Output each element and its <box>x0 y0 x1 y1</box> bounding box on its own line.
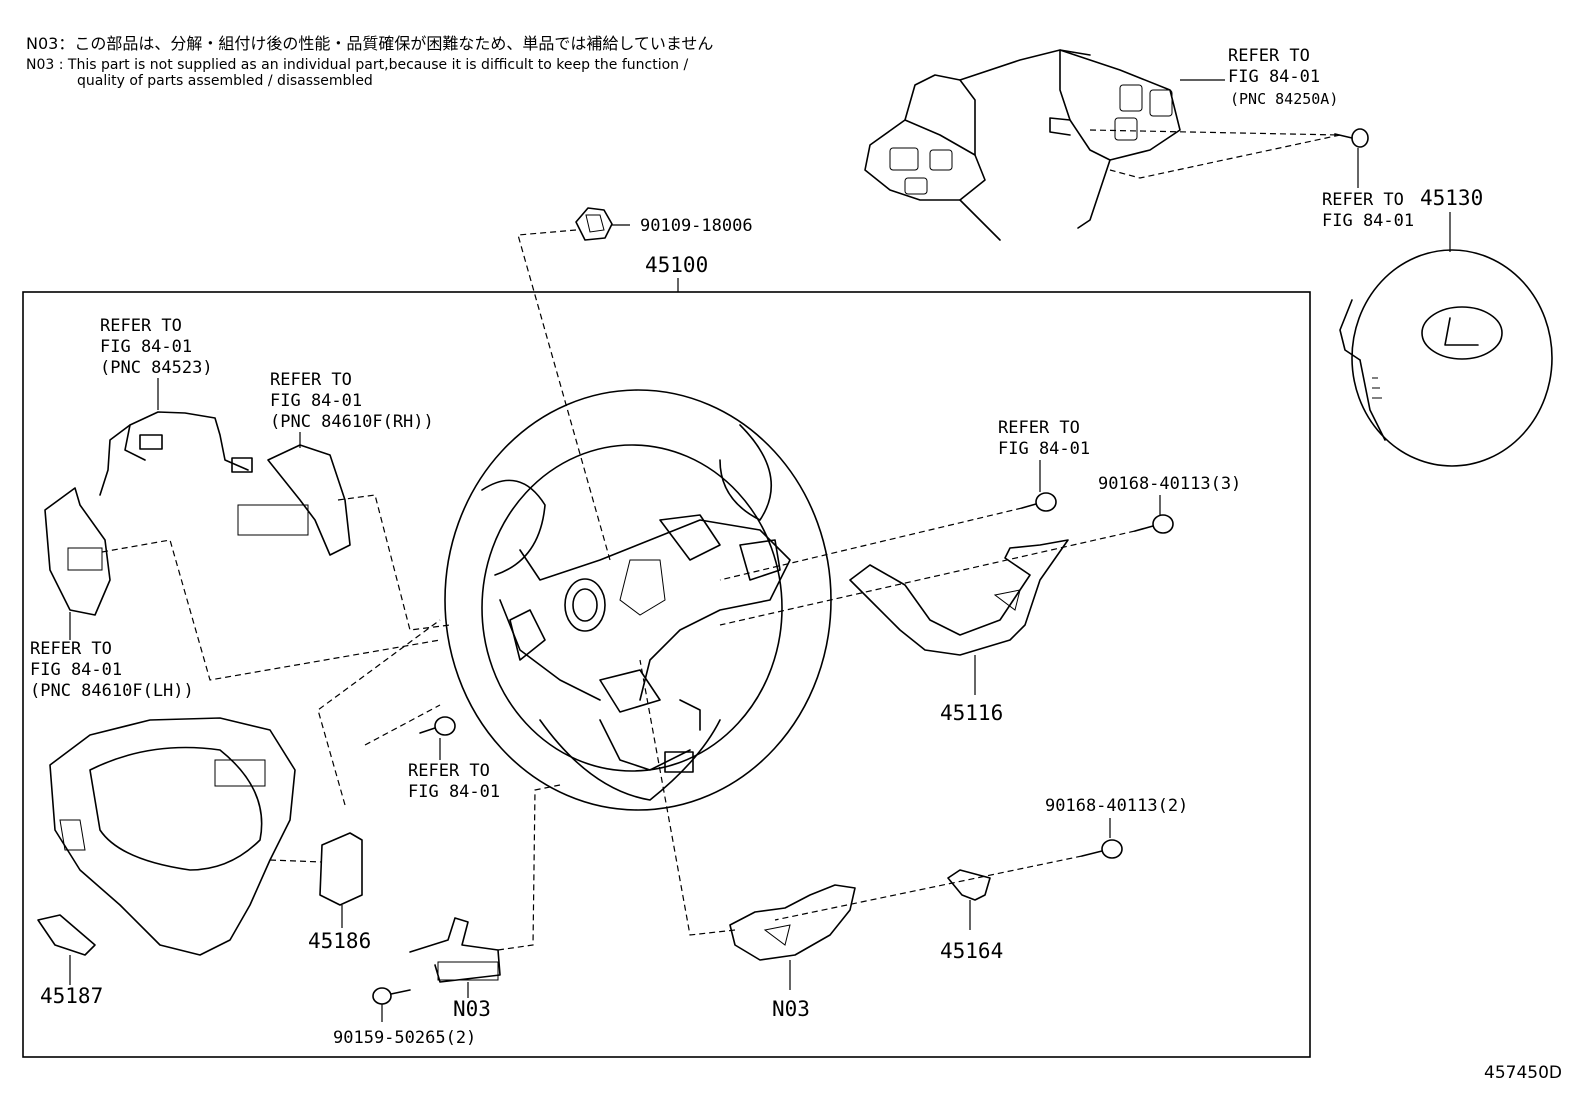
label-screw-2: 90168-40113(2) <box>1045 796 1188 816</box>
label-refer-84523-1: REFER TO <box>100 316 182 336</box>
screw-right-refer <box>1021 492 1057 512</box>
lower-garnish-n03 <box>729 884 856 961</box>
screw-90168-3 <box>1134 514 1174 534</box>
bracket-n03-left <box>409 917 501 983</box>
label-refer-84610-rh-1: REFER TO <box>270 370 352 390</box>
screw-90168-2 <box>1081 839 1123 859</box>
assembly-frame <box>22 291 1311 1058</box>
label-refer-84523-2: FIG 84-01 <box>100 337 192 357</box>
airbag-module <box>1339 249 1553 467</box>
label-refer-45130-1: REFER TO <box>1322 190 1404 210</box>
label-refer-84250a-3: (PNC 84250A) <box>1230 90 1338 108</box>
note-japanese: N03：この部品は、分解・組付け後の性能・品質確保が困難なため、単品では補給して… <box>26 34 714 53</box>
steering-wheel <box>444 389 832 811</box>
label-part-45164: 45164 <box>940 939 1003 963</box>
label-refer-84610-lh-2: FIG 84-01 <box>30 660 122 680</box>
label-screw-3: 90168-40113(3) <box>1098 474 1241 494</box>
label-refer-84610-rh-2: FIG 84-01 <box>270 391 362 411</box>
label-part-45187: 45187 <box>40 984 103 1008</box>
lower-cover-45186 <box>319 832 363 906</box>
label-refer-84610-lh-3: (PNC 84610F(LH)) <box>30 681 194 701</box>
switch-bezel-45116 <box>849 539 1069 656</box>
bolt-90109 <box>575 207 613 241</box>
switch-assembly-top <box>864 49 1181 241</box>
paddle-switch-lh <box>44 487 111 616</box>
note-english-line2: quality of parts assembled / disassemble… <box>77 73 373 89</box>
paddle-switch-rh <box>237 444 351 556</box>
label-refer-center-1: REFER TO <box>408 761 490 781</box>
label-refer-84250a-1: REFER TO <box>1228 46 1310 66</box>
label-part-45130: 45130 <box>1420 186 1483 210</box>
label-n03-left: N03 <box>453 997 491 1021</box>
label-part-45116: 45116 <box>940 701 1003 725</box>
label-part-45186: 45186 <box>308 929 371 953</box>
label-refer-center-2: FIG 84-01 <box>408 782 500 802</box>
label-assembly-45100: 45100 <box>645 253 708 277</box>
screw-center <box>419 716 456 736</box>
label-n03-right: N03 <box>772 997 810 1021</box>
small-cover-45187 <box>37 914 96 956</box>
label-refer-84250a-2: FIG 84-01 <box>1228 67 1320 87</box>
label-refer-45130-2: FIG 84-01 <box>1322 211 1414 231</box>
label-bolt-90159: 90159-50265(2) <box>333 1028 476 1048</box>
figure-id: 457450D <box>1484 1063 1562 1083</box>
label-refer-84610-lh-1: REFER TO <box>30 639 112 659</box>
wire-harness <box>99 411 249 496</box>
label-refer-84523-3: (PNC 84523) <box>100 358 213 378</box>
bracket-45164 <box>947 869 991 901</box>
label-refer-right-1: REFER TO <box>998 418 1080 438</box>
rear-cover <box>49 717 296 956</box>
label-refer-84610-rh-3: (PNC 84610F(RH)) <box>270 412 434 432</box>
label-refer-right-2: FIG 84-01 <box>998 439 1090 459</box>
small-bolt-top-right <box>1334 128 1369 148</box>
bolt-90159 <box>372 987 411 1005</box>
label-bolt-90109: 90109-18006 <box>640 216 753 236</box>
note-english-line1: N03 : This part is not supplied as an in… <box>26 57 689 73</box>
